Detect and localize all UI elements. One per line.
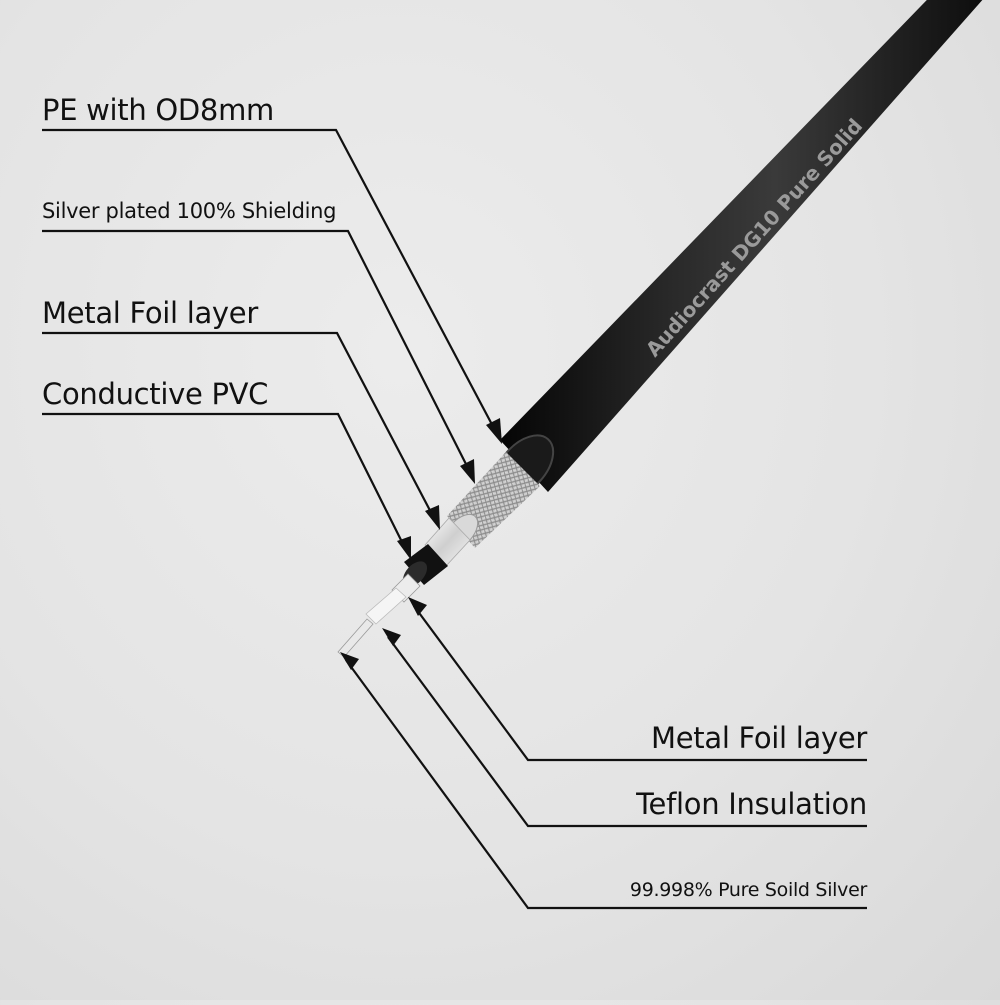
callout-pe-jacket: PE with OD8mm: [42, 93, 274, 127]
callout-pure-silver: 99.998% Pure Soild Silver: [629, 879, 867, 901]
cable-print-text: Audiocrast DG10 Pure Solid: [641, 114, 867, 362]
callout-conductive-pvc: Conductive PVC: [42, 377, 269, 411]
callout-metal-foil-right: Metal Foil layer: [651, 721, 867, 755]
callout-teflon-insulation: Teflon Insulation: [636, 787, 867, 821]
teflon-insulation: [365, 587, 407, 625]
arrowheads: [340, 418, 502, 670]
left-leader-lines: [42, 128, 498, 551]
right-leader-lines: [345, 605, 867, 910]
silver-conductor: [337, 618, 374, 658]
callout-metal-foil-left: Metal Foil layer: [42, 296, 258, 330]
callout-silver-shielding: Silver plated 100% Shielding: [42, 199, 337, 223]
